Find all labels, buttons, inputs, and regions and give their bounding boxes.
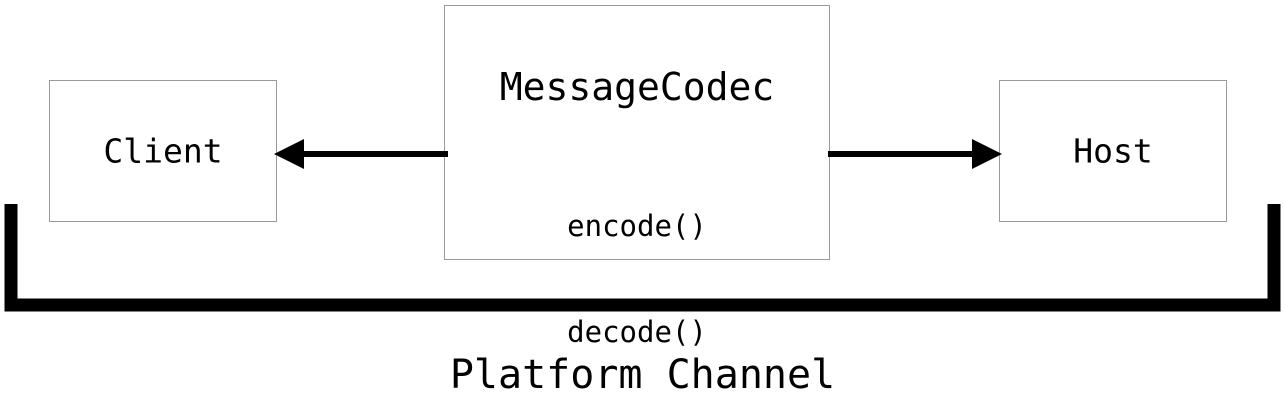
host-label: Host <box>1073 131 1153 171</box>
arrow-codec-to-host <box>828 139 1002 169</box>
host-box: Host <box>999 80 1227 222</box>
message-codec-title: MessageCodec <box>499 65 775 109</box>
arrow-left-head <box>274 139 304 169</box>
arrow-right-head <box>972 139 1002 169</box>
method-decode: decode() <box>567 314 707 349</box>
method-encode: encode() <box>567 208 707 243</box>
platform-channel-bracket <box>4 204 1281 312</box>
message-codec-box: MessageCodec encode() decode() <box>444 5 830 349</box>
client-box: Client <box>49 80 277 222</box>
client-label: Client <box>103 131 223 171</box>
arrow-codec-to-client <box>274 139 448 169</box>
platform-channel-caption: Platform Channel <box>449 352 836 398</box>
bracket-outline <box>4 204 1281 312</box>
message-codec-methods: encode() decode() <box>445 138 829 402</box>
